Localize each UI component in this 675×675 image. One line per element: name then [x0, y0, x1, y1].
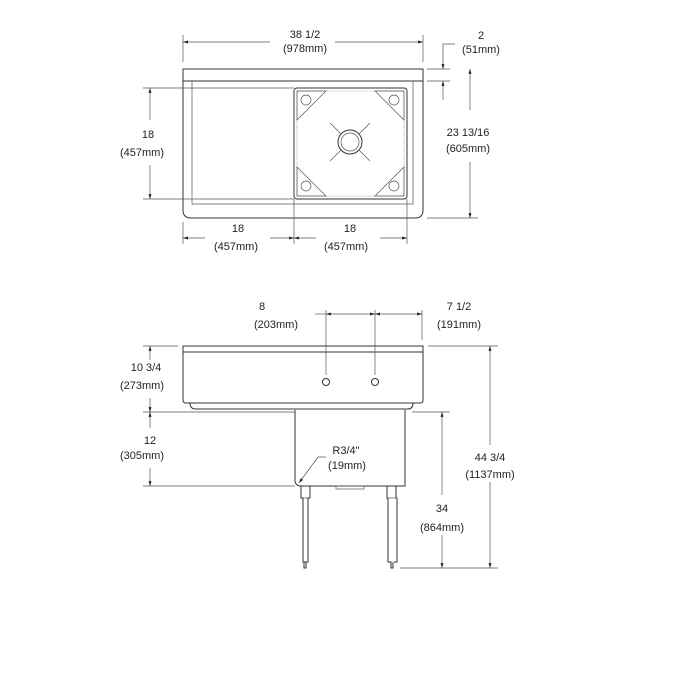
dim-metric: (203mm) — [254, 319, 298, 331]
faucet-hole — [371, 378, 379, 386]
dim-label: 18 — [142, 129, 154, 141]
dim-faucet: 8 (203mm) 7 1/2 (191mm) — [254, 301, 481, 375]
dim-metric: (1137mm) — [465, 469, 514, 481]
dim-metric: (457mm) — [120, 147, 164, 159]
front-view: 8 (203mm) 7 1/2 (191mm) 10 3/4 (273mm) 1… — [120, 301, 515, 569]
dim-metric: (19mm) — [328, 460, 366, 472]
dim-label: 8 — [259, 301, 265, 313]
dim-drainboard-bowl-width: 18 (457mm) 18 (457mm) — [182, 199, 408, 253]
dim-label: 2 — [478, 30, 484, 42]
drain — [329, 122, 371, 162]
dim-label: 44 3/4 — [475, 452, 506, 464]
dim-bowl-depth: 18 (457mm) — [120, 87, 294, 200]
faucet-hole — [322, 378, 330, 386]
corner-braces — [296, 90, 405, 197]
dim-right-heights: 34 (864mm) 44 3/4 (1137mm) — [400, 345, 515, 569]
sink-bowl — [293, 87, 408, 200]
dim-metric: (864mm) — [420, 522, 464, 534]
dim-label: 23 13/16 — [447, 127, 490, 139]
dim-backsplash: 2 (51mm) — [427, 30, 500, 100]
dim-label: 18 — [344, 223, 356, 235]
dim-left-heights: 10 3/4 (273mm) 12 (305mm) — [120, 345, 295, 487]
dim-label: 7 1/2 — [447, 301, 471, 313]
dim-metric: (457mm) — [324, 241, 368, 253]
dim-radius: R3/4" (19mm) — [298, 445, 366, 484]
dim-overall-width: 38 1/2 (978mm) — [182, 29, 424, 62]
lip — [189, 402, 414, 410]
legs — [300, 486, 398, 569]
dim-metric: (273mm) — [120, 380, 164, 392]
drainboard-outline — [191, 81, 414, 205]
bowl-inner-edge — [296, 90, 405, 197]
front-body — [182, 352, 424, 404]
dim-metric: (191mm) — [437, 319, 481, 331]
sink-outline — [182, 68, 424, 219]
dim-metric: (305mm) — [120, 450, 164, 462]
dim-label: 34 — [436, 503, 448, 515]
top-view: 38 1/2 (978mm) 2 (51mm) 23 13/16 (605mm)… — [120, 29, 500, 253]
dim-label: 18 — [232, 223, 244, 235]
rim — [182, 345, 424, 353]
dim-metric: (978mm) — [283, 43, 327, 55]
drain-outlet — [335, 485, 365, 490]
dim-label: 38 1/2 — [290, 29, 321, 41]
dim-label: 10 3/4 — [131, 362, 162, 374]
dim-metric: (51mm) — [462, 44, 500, 56]
dim-metric: (457mm) — [214, 241, 258, 253]
dim-label: 12 — [144, 435, 156, 447]
dim-label: R3/4" — [332, 445, 359, 457]
dim-overall-depth: 23 13/16 (605mm) — [427, 69, 490, 219]
dim-metric: (605mm) — [446, 143, 490, 155]
